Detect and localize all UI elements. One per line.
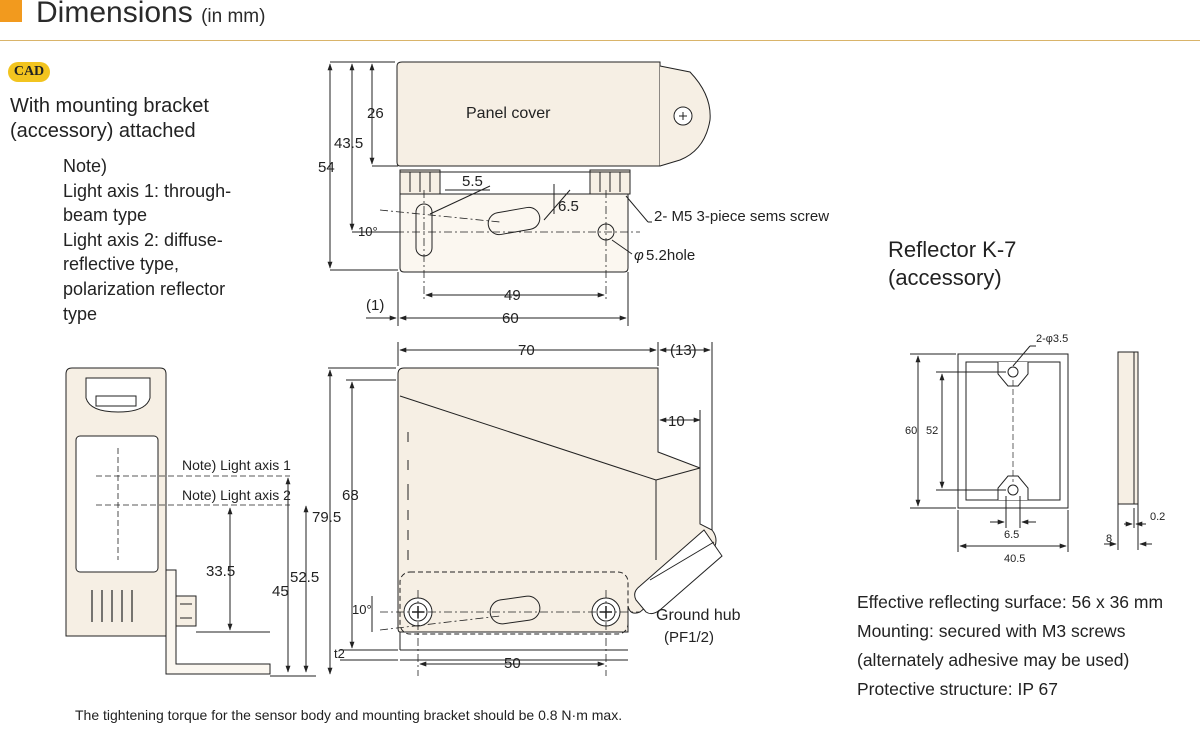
dim-79-5: 79.5 xyxy=(312,509,341,526)
dim-1: (1) xyxy=(366,297,384,314)
header-rule xyxy=(0,40,1200,41)
light-axis-note: Note) Light axis 1: through- beam type L… xyxy=(63,154,231,326)
hole-label: 5.2hole xyxy=(646,247,695,264)
connector-screw-cross xyxy=(679,112,687,120)
reflector-holes-label: 2-φ3.5 xyxy=(1036,333,1068,345)
dim-5-5: 5.5 xyxy=(462,173,483,190)
reflector-specs: Effective reflecting surface: 56 x 36 mm… xyxy=(857,588,1163,704)
dim-6-5: 6.5 xyxy=(558,198,579,215)
reflector-dim-0-2: 0.2 xyxy=(1150,511,1165,523)
dim-45: 45 xyxy=(272,583,289,600)
section-title-line-1: With mounting bracket xyxy=(10,95,209,117)
light-axis-1-label: Note) Light axis 1 xyxy=(182,457,291,473)
dim-52-5: 52.5 xyxy=(290,569,319,586)
spec-line: Mounting: secured with M3 screws xyxy=(857,621,1126,641)
reflector-drawing xyxy=(910,345,1152,552)
sensor-lens-area xyxy=(75,435,159,573)
dim-70: 70 xyxy=(518,342,535,359)
reflector-title-line-1: Reflector K-7 xyxy=(888,237,1017,262)
top-view xyxy=(327,61,711,326)
light-axis-2-label: Note) Light axis 2 xyxy=(182,487,291,503)
section-title: With mounting bracket (accessory) attach… xyxy=(10,94,209,144)
note-line: polarization reflector xyxy=(63,278,226,299)
ground-hub-label: Ground hub xyxy=(656,607,741,624)
spec-line: Protective structure: IP 67 xyxy=(857,679,1059,699)
reflector-side-profile xyxy=(1117,351,1139,505)
front-nut xyxy=(175,595,197,627)
dim-54: 54 xyxy=(318,159,335,176)
dim-26: 26 xyxy=(367,105,384,122)
dim-60: 60 xyxy=(502,310,519,327)
angle-10-top: 10° xyxy=(358,224,378,239)
title-text: Dimensions xyxy=(36,0,193,29)
reflector-hole-top xyxy=(1007,366,1019,378)
top-view-labels: Panel cover 26 43.5 54 5.5 6.5 10° 2- M5… xyxy=(318,105,829,327)
cad-badge[interactable]: CAD xyxy=(8,62,50,82)
ground-hub xyxy=(634,529,723,615)
front-view-labels: Note) Light axis 1 Note) Light axis 2 33… xyxy=(182,457,319,600)
reflector-dim-6-5: 6.5 xyxy=(1004,529,1019,541)
header-accent-square xyxy=(0,0,22,22)
reflector-hole-bottom xyxy=(1007,484,1019,496)
note-line: Light axis 1: through- xyxy=(63,180,232,201)
screw-label: 2- M5 3-piece sems screw xyxy=(654,208,829,225)
note-line: Light axis 2: diffuse- xyxy=(63,229,223,250)
dim-50: 50 xyxy=(504,655,521,672)
note-line: beam type xyxy=(63,205,148,226)
note-line: Note) xyxy=(63,156,108,176)
side-view-labels: 70 (13) 10 68 79.5 10° t2 50 Ground hub … xyxy=(312,342,741,672)
reflector-title: Reflector K-7 (accessory) xyxy=(888,236,1016,292)
dim-33-5: 33.5 xyxy=(206,563,235,580)
spec-line: (alternately adhesive may be used) xyxy=(857,650,1130,670)
reflector-dim-40-5: 40.5 xyxy=(1004,553,1025,565)
reflector-labels: 2-φ3.5 60 52 6.5 40.5 0.2 8 xyxy=(905,333,1165,565)
side-view xyxy=(327,342,723,676)
angle-10-side: 10° xyxy=(352,602,372,617)
note-line: reflective type, xyxy=(63,254,180,275)
page-title: Dimensions (in mm) xyxy=(36,0,265,30)
dim-10-side: 10 xyxy=(668,413,685,430)
ground-hub-spec: (PF1/2) xyxy=(664,629,714,646)
reflector-dim-52: 52 xyxy=(926,425,938,437)
side-bracket xyxy=(399,571,629,635)
dim-t2: t2 xyxy=(334,646,345,661)
spec-line: Effective reflecting surface: 56 x 36 mm xyxy=(857,592,1164,612)
reflector-dim-8: 8 xyxy=(1106,533,1112,545)
note-line: type xyxy=(63,303,98,324)
front-view xyxy=(65,367,316,677)
dim-43-5: 43.5 xyxy=(334,135,363,152)
panel-cover-label: Panel cover xyxy=(466,105,551,122)
section-title-line-2: (accessory) attached xyxy=(10,120,196,142)
reflector-dim-60: 60 xyxy=(905,425,917,437)
front-bracket xyxy=(165,569,271,675)
dim-13: (13) xyxy=(670,342,697,359)
side-slot xyxy=(489,595,541,625)
torque-note: The tightening torque for the sensor bod… xyxy=(75,707,623,723)
dim-68: 68 xyxy=(342,487,359,504)
hole-symbol: φ xyxy=(634,247,644,264)
dim-49: 49 xyxy=(504,287,521,304)
title-unit: (in mm) xyxy=(201,6,266,27)
mounting-bracket xyxy=(399,193,629,273)
reflector-title-line-2: (accessory) xyxy=(888,265,1002,290)
